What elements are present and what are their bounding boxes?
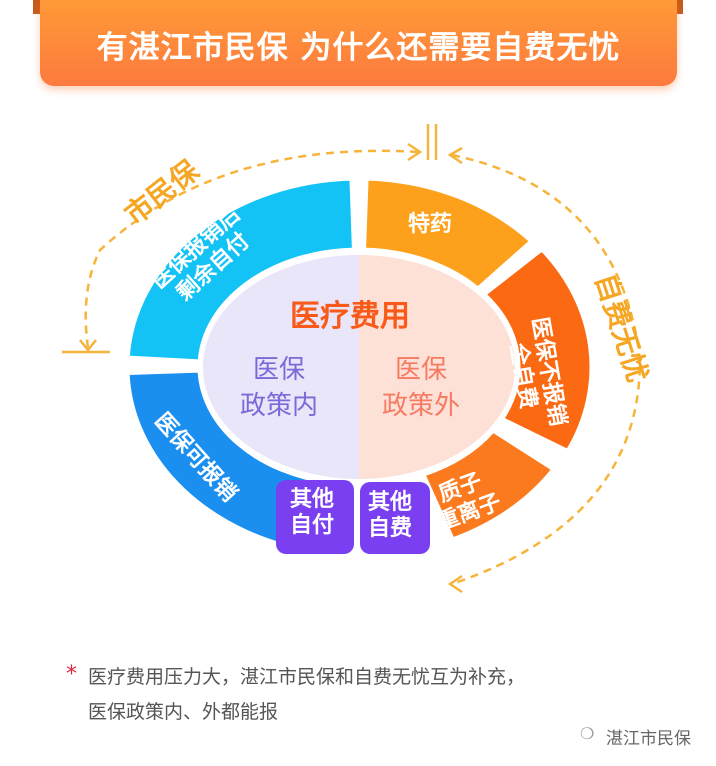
top-divider-mark	[426, 124, 438, 160]
center-title: 医疗费用	[290, 299, 410, 334]
segment-label-other-in: 其他自付	[290, 487, 335, 538]
segment-other-self-pay-out	[360, 482, 430, 554]
wechat-icon: ❍	[580, 724, 595, 743]
asterisk: *	[66, 662, 77, 687]
inner-left-half	[203, 255, 359, 479]
footnote: 医疗费用压力大，湛江市民保和自费无忧互为补充，医保政策内、外都能报	[88, 666, 526, 723]
segment-special-drugs	[363, 177, 533, 291]
inner-left-label: 医保政策内	[240, 355, 319, 421]
left-dashed-arc	[84, 149, 419, 349]
inner-right-label: 医保政策外	[382, 355, 461, 421]
left-arc-arrowhead-bottom	[79, 339, 97, 353]
page-title: 有湛江市民保 为什么还需要自费无忧	[96, 30, 621, 66]
right-arc-arrowhead-top	[447, 146, 463, 165]
title-banner	[40, 0, 677, 86]
segment-label-other-out: 其他自费	[368, 490, 413, 541]
left-arc-arrowhead	[407, 142, 423, 162]
segment-other-self-pay-in	[276, 480, 354, 554]
segment-label-special-drugs: 特药	[408, 212, 453, 237]
right-dashed-arc	[451, 153, 642, 586]
watermark: 湛江市民保	[606, 729, 691, 749]
segment-proton	[422, 429, 555, 541]
inner-right-half	[359, 255, 515, 479]
right-arc-arrowhead-bottom	[447, 574, 463, 594]
cost-diagram	[62, 124, 642, 594]
segment-not-reimbursed	[482, 248, 593, 453]
segment-remaining-self-pay	[126, 177, 355, 363]
